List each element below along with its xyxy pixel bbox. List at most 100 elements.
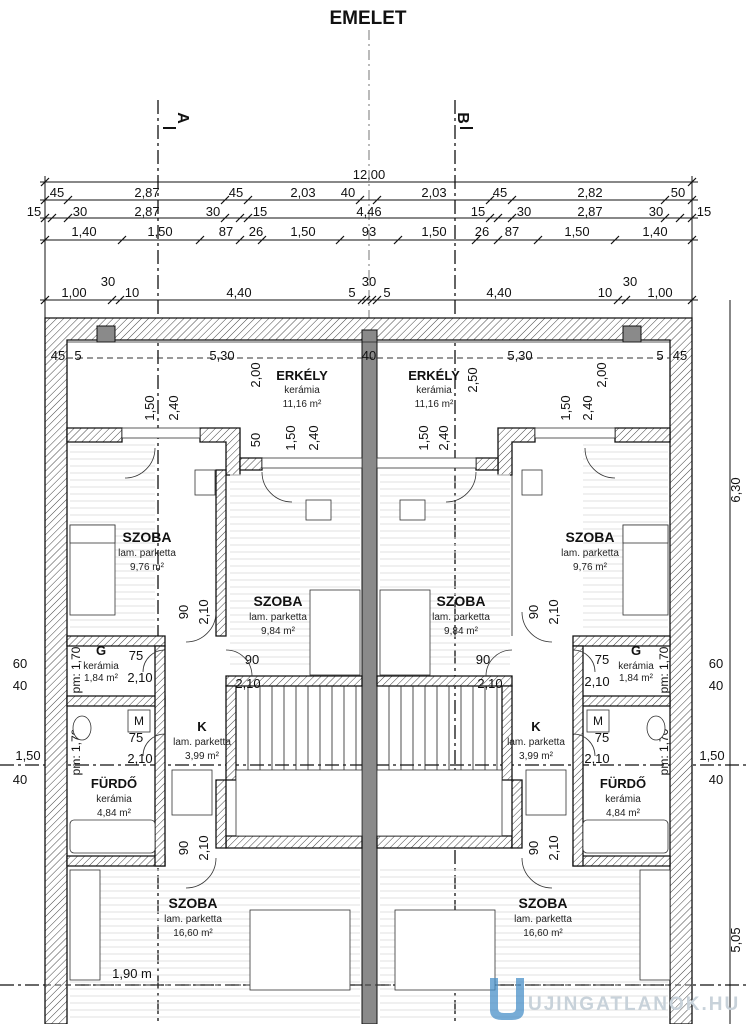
sill-height: pm: 1,70 — [657, 728, 671, 775]
dim-door: 2,10 — [584, 751, 609, 766]
dim-r3: 93 — [362, 224, 376, 239]
room-area: 3,99 m² — [519, 751, 554, 762]
room-name: SZOBA — [437, 593, 486, 609]
desk-icon — [194, 469, 216, 496]
desk-icon — [305, 499, 332, 521]
washing-machine-icon — [586, 709, 610, 733]
dim-r1: 2,82 — [577, 185, 602, 200]
dim-r3: 1,40 — [71, 224, 96, 239]
dim-r2: 15 — [253, 204, 267, 219]
dim-door: 75 — [595, 730, 609, 745]
dim-r4-top: 30 — [362, 274, 376, 289]
room-material: kerámia — [83, 661, 119, 672]
dim-door: 90 — [476, 652, 490, 667]
sink-icon — [525, 769, 567, 816]
room-area: 1,84 m² — [84, 673, 119, 684]
room-name: SZOBA — [169, 895, 218, 911]
dim-vertical: 2,50 — [465, 367, 480, 392]
dim-door: 90 — [176, 841, 191, 855]
room-material: kerámia — [605, 794, 641, 805]
dim-r4-top: 30 — [623, 274, 637, 289]
section-label-a: A — [174, 112, 191, 124]
dim-balcony: 5 — [656, 348, 663, 363]
dim-vertical: 2,00 — [248, 362, 263, 387]
bed-icon — [249, 909, 351, 991]
room-name: SZOBA — [123, 529, 172, 545]
dim-r1: 2,87 — [134, 185, 159, 200]
dim-total-width: 12,00 — [353, 167, 386, 182]
room-szoba-6: SZOBA lam. parketta 16,60 m² — [514, 895, 572, 939]
dim-right: 60 — [709, 656, 723, 671]
dim-door: 2,10 — [127, 670, 152, 685]
dim-vertical: 1,50 — [142, 395, 157, 420]
dim-vertical: 1,50 — [416, 425, 431, 450]
dim-r4: 1,00 — [647, 285, 672, 300]
room-g-right: G kerámia 1,84 m² — [618, 643, 654, 684]
room-k-right: K lam. parketta 3,99 m² — [507, 719, 565, 762]
dim-r3: 1,40 — [642, 224, 667, 239]
dim-r3: 87 — [219, 224, 233, 239]
room-material: kerámia — [618, 661, 654, 672]
dim-left: 40 — [13, 772, 27, 787]
room-material: lam. parketta — [432, 612, 490, 623]
section-label-b: B — [454, 112, 471, 124]
dim-door: 75 — [595, 652, 609, 667]
room-area: 9,76 m² — [573, 562, 608, 573]
toilet-icon — [646, 715, 666, 741]
dim-vertical: 2,40 — [580, 395, 595, 420]
room-material: kerámia — [416, 385, 452, 396]
room-k-left: K lam. parketta 3,99 m² — [173, 719, 231, 762]
dim-r4: 5 — [348, 285, 355, 300]
dim-door: 90 — [526, 841, 541, 855]
room-szoba-2: SZOBA lam. parketta 9,84 m² — [249, 593, 307, 637]
section-marker-b: B — [454, 100, 473, 1024]
room-material: kerámia — [96, 794, 132, 805]
room-g-left: G kerámia 1,84 m² — [83, 643, 119, 684]
desk-icon — [521, 469, 543, 496]
washing-machine-label: M — [134, 714, 144, 728]
dim-r3: 26 — [475, 224, 489, 239]
dim-door: 2,10 — [235, 676, 260, 691]
dim-right: 40 — [709, 772, 723, 787]
room-area: 11,16 m² — [415, 399, 454, 410]
dim-right-edge: 5,05 — [728, 927, 743, 952]
desk-icon — [399, 499, 426, 521]
room-material: lam. parketta — [561, 548, 619, 559]
room-name: FÜRDŐ — [600, 776, 646, 791]
door-swings — [124, 447, 616, 889]
dim-balcony: 40 — [362, 348, 376, 363]
dim-r2: 30 — [206, 204, 220, 219]
bed-icon — [394, 909, 496, 991]
dim-r3: 1,50 — [147, 224, 172, 239]
dim-r4: 5 — [383, 285, 390, 300]
bathtub-icon — [69, 819, 156, 854]
dim-balcony: 5,30 — [209, 348, 234, 363]
room-material: lam. parketta — [507, 737, 565, 748]
dim-r2: 30 — [649, 204, 663, 219]
dim-door: 2,10 — [546, 835, 561, 860]
room-name: ERKÉLY — [276, 368, 328, 383]
dim-r4: 4,40 — [486, 285, 511, 300]
room-name: K — [531, 719, 541, 734]
dim-vertical: 2,00 — [594, 362, 609, 387]
dim-door: 2,10 — [584, 674, 609, 689]
dim-r2: 2,87 — [134, 204, 159, 219]
dim-vertical: 50 — [248, 433, 263, 447]
dim-r2: 4,46 — [356, 204, 381, 219]
staircase — [235, 686, 503, 837]
dim-vertical: 2,40 — [436, 425, 451, 450]
dim-vertical: 2,40 — [306, 425, 321, 450]
dim-r1: 45 — [493, 185, 507, 200]
dim-balcony: 5 — [74, 348, 81, 363]
room-area: 11,16 m² — [283, 399, 322, 410]
sill-height: pm: 1,70 — [69, 728, 83, 775]
room-name: SZOBA — [254, 593, 303, 609]
sink-icon — [171, 769, 213, 816]
dim-balcony: 45 — [673, 348, 687, 363]
room-name: G — [96, 643, 106, 658]
watermark: UJINGATLANOK.HU — [490, 978, 738, 1020]
room-name: G — [631, 643, 641, 658]
dim-r1: 45 — [50, 185, 64, 200]
dim-r3: 26 — [249, 224, 263, 239]
